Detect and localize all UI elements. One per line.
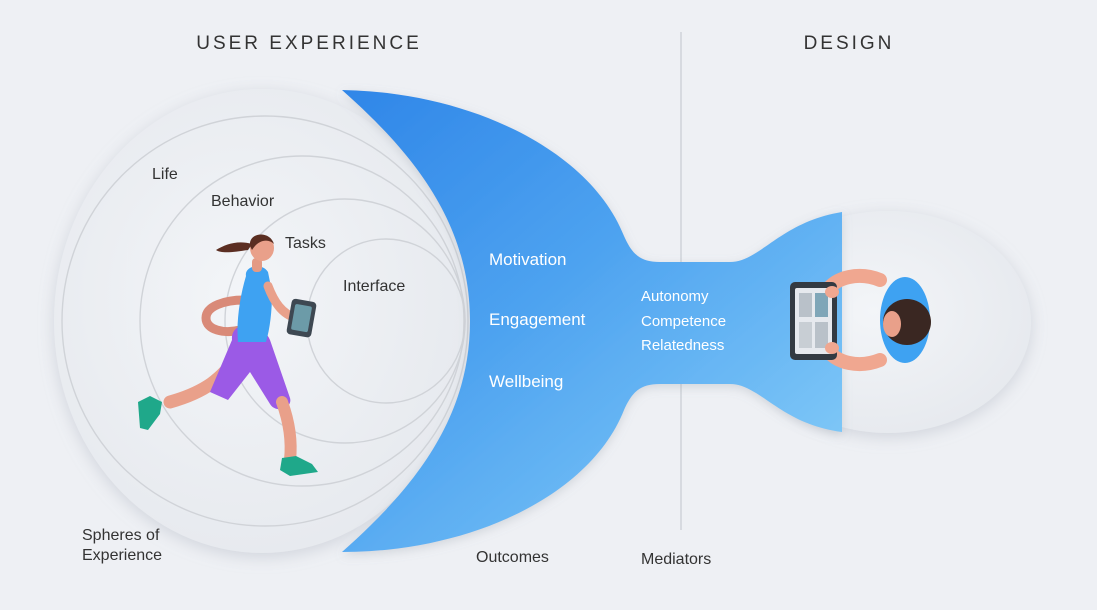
mediator-item: Relatedness — [641, 337, 724, 354]
sphere-behavior — [139, 155, 465, 487]
mediator-item: Autonomy — [641, 288, 709, 305]
label-tasks: Tasks — [285, 235, 326, 252]
sphere-life — [61, 115, 469, 527]
runner-front-shoe — [280, 456, 318, 476]
header-design: DESIGN — [804, 33, 895, 54]
caption-outcomes: Outcomes — [476, 549, 549, 566]
runner-ponytail — [216, 242, 252, 253]
runner-illustration — [138, 234, 318, 476]
mediator-item: Competence — [641, 313, 726, 330]
caption-spheres-line2: Experience — [82, 547, 162, 564]
label-life: Life — [152, 166, 178, 183]
caption-mediators: Mediators — [641, 551, 711, 568]
label-interface: Interface — [343, 278, 405, 295]
outcome-item: Engagement — [489, 310, 586, 329]
label-behavior: Behavior — [211, 193, 275, 210]
caption-spheres-line1: Spheres of — [82, 527, 160, 544]
runner-back-shoe — [138, 396, 162, 430]
header-user-experience: USER EXPERIENCE — [196, 33, 422, 54]
runner-top — [237, 266, 272, 342]
outcome-item: Motivation — [489, 250, 566, 269]
person-topdown-illustration — [790, 269, 931, 371]
runner-shorts — [210, 325, 291, 410]
outcomes-mediators-shape — [342, 90, 842, 552]
spheres-of-experience — [61, 115, 469, 527]
outcome-item: Wellbeing — [489, 372, 563, 391]
